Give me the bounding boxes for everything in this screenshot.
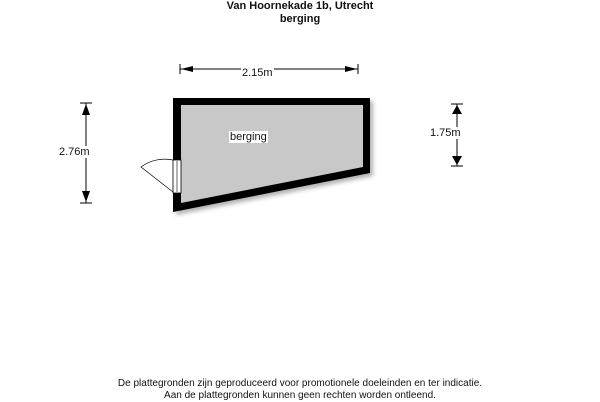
plan-floor-title: berging <box>279 13 321 25</box>
left-height-label: 2.76m <box>58 146 91 158</box>
room-label-berging: berging <box>229 131 268 143</box>
disclaimer-line-1: De plattegronden zijn geproduceerd voor … <box>117 378 483 389</box>
room-floor-berging <box>181 105 363 203</box>
door <box>140 158 182 194</box>
disclaimer-line-2: Aan de plattegronden kunnen geen rechten… <box>164 390 436 401</box>
width-label: 2.15m <box>241 67 274 79</box>
plan-address: Van Hoornekade 1b, Utrecht <box>226 0 374 12</box>
right-height-label: 1.75m <box>429 127 462 139</box>
